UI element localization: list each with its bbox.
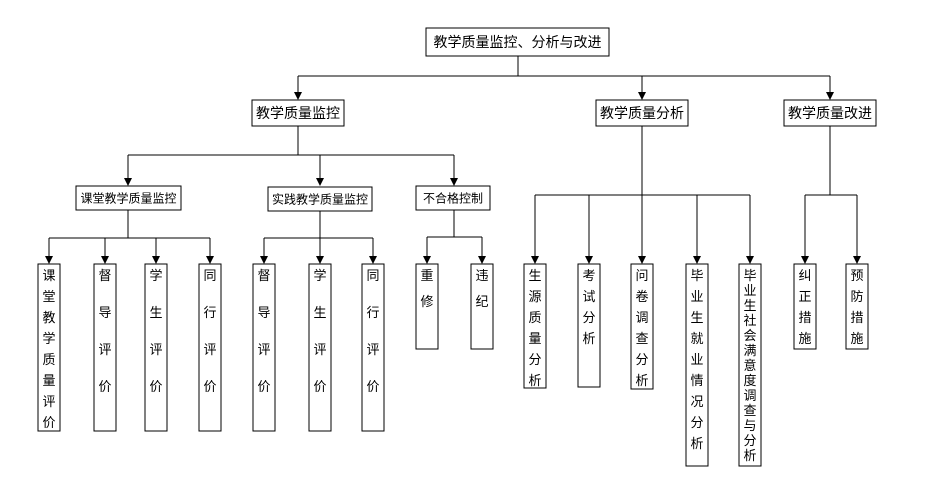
leaf-classroom-2-box <box>144 263 168 432</box>
node-practice: 实践教学质量监控 <box>267 186 373 212</box>
node-classroom: 课堂教学质量监控 <box>75 185 182 211</box>
leaf-analysis-0-label: 生源质量分析 <box>528 269 541 389</box>
branch-analysis-box <box>595 99 689 127</box>
node-unqualified-label: 不合格控制 <box>423 190 483 205</box>
leaf-unqualified-0: 重修 <box>415 263 439 350</box>
leaf-classroom-3-box <box>198 263 222 432</box>
leaf-classroom-1-label: 督导评价 <box>98 269 111 395</box>
leaf-practice-0-label: 督导评价 <box>257 269 270 395</box>
leaf-improve-0-box <box>793 263 817 350</box>
node-unqualified-box <box>415 185 491 211</box>
root-node: 教学质量监控、分析与改进 <box>425 27 610 57</box>
leaf-classroom-3-label: 同行评价 <box>203 269 216 395</box>
leaf-unqualified-0-box <box>415 263 439 350</box>
leaf-classroom-3: 同行评价 <box>198 263 222 432</box>
leaf-practice-2: 同行评价 <box>361 263 385 432</box>
leaf-analysis-1-box <box>577 263 601 388</box>
leaf-practice-2-label: 同行评价 <box>366 269 379 395</box>
leaf-improve-1: 预防措施 <box>845 263 869 350</box>
branch-monitor-label: 教学质量监控 <box>256 106 340 122</box>
root-node-box <box>425 27 610 57</box>
leaf-analysis-4-label: 毕业生社会满意度调查与分析 <box>743 269 756 464</box>
branch-improve-box <box>783 99 877 127</box>
branch-monitor: 教学质量监控 <box>251 99 345 127</box>
leaf-classroom-0-label: 课堂教学质量评价 <box>42 269 55 431</box>
leaf-classroom-2-label: 学生评价 <box>149 268 162 395</box>
leaf-analysis-2-box <box>630 263 654 390</box>
leaf-improve-0: 纠正措施 <box>793 263 817 350</box>
leaf-classroom-1: 督导评价 <box>93 263 117 432</box>
branch-improve-label: 教学质量改进 <box>788 106 872 122</box>
node-unqualified: 不合格控制 <box>415 185 491 211</box>
branch-monitor-box <box>251 99 345 127</box>
leaf-analysis-0-box <box>523 263 547 389</box>
leaf-analysis-2: 问卷调查分析 <box>630 263 654 390</box>
leaf-analysis-3-box <box>685 263 709 467</box>
leaf-practice-1-box <box>308 263 332 432</box>
leaf-unqualified-1-label: 违纪 <box>475 269 488 310</box>
leaf-practice-1-label: 学生评价 <box>313 268 326 395</box>
leaf-analysis-1-label: 考试分析 <box>582 269 595 347</box>
root-node-label: 教学质量监控、分析与改进 <box>434 35 602 51</box>
leaf-classroom-2: 学生评价 <box>144 263 168 432</box>
node-classroom-box <box>75 185 182 211</box>
leaf-classroom-0: 课堂教学质量评价 <box>37 263 61 432</box>
leaf-classroom-1-box <box>93 263 117 432</box>
node-practice-label: 实践教学质量监控 <box>272 191 368 206</box>
leaf-unqualified-0-label: 重修 <box>420 268 433 310</box>
leaf-analysis-3: 毕业生就业情况分析 <box>685 263 709 467</box>
leaf-improve-1-label: 预防措施 <box>850 269 863 347</box>
leaf-analysis-1: 考试分析 <box>577 263 601 388</box>
node-practice-box <box>267 186 373 212</box>
leaf-unqualified-1-box <box>470 263 494 350</box>
leaf-unqualified-1: 违纪 <box>470 263 494 350</box>
leaf-analysis-2-label: 问卷调查分析 <box>635 269 648 389</box>
leaf-improve-1-box <box>845 263 869 350</box>
branch-analysis: 教学质量分析 <box>595 99 689 127</box>
leaf-classroom-0-box <box>37 263 61 432</box>
leaf-analysis-0: 生源质量分析 <box>523 263 547 389</box>
branch-improve: 教学质量改进 <box>783 99 877 127</box>
leaf-practice-1: 学生评价 <box>308 263 332 432</box>
leaf-practice-0: 督导评价 <box>252 263 276 432</box>
leaf-practice-2-box <box>361 263 385 432</box>
branch-analysis-label: 教学质量分析 <box>600 106 684 122</box>
leaf-improve-0-label: 纠正措施 <box>798 269 811 347</box>
leaf-analysis-4: 毕业生社会满意度调查与分析 <box>738 263 762 467</box>
leaf-practice-0-box <box>252 263 276 432</box>
node-classroom-label: 课堂教学质量监控 <box>80 190 176 205</box>
leaf-analysis-4-box <box>738 263 762 467</box>
leaf-analysis-3-label: 毕业生就业情况分析 <box>690 269 703 452</box>
